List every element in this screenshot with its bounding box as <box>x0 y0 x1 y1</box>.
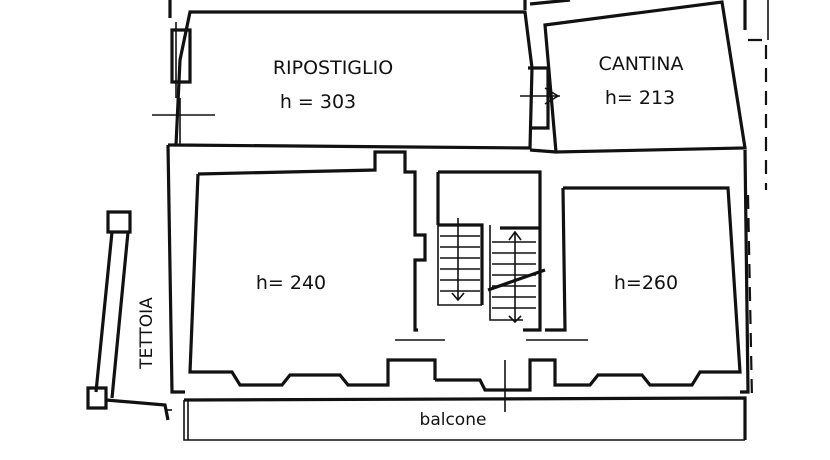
left-room-height: h= 240 <box>256 272 326 294</box>
cantina-name: CANTINA <box>599 53 684 75</box>
balcone-label: balcone <box>420 410 487 430</box>
cantina-room <box>520 0 747 154</box>
stair-steps-left <box>440 218 480 302</box>
dashed-wall-right <box>746 0 769 401</box>
right-room-height: h=260 <box>614 272 678 294</box>
top-wall-fragments <box>168 0 747 30</box>
right-room <box>528 186 742 387</box>
front-wall <box>435 360 532 412</box>
ripostiglio-name: RIPOSTIGLIO <box>273 57 393 79</box>
stair-steps-right <box>487 225 546 324</box>
cantina-height: h= 213 <box>605 87 675 109</box>
balcony <box>183 396 747 441</box>
ripostiglio-room <box>152 10 534 150</box>
ripostiglio-height: h = 303 <box>280 91 356 113</box>
tettoia-canopy <box>86 210 172 421</box>
main-outline <box>166 143 750 394</box>
staircase <box>436 170 588 341</box>
tettoia-label: TETTOIA <box>137 297 157 370</box>
left-room <box>188 150 445 387</box>
